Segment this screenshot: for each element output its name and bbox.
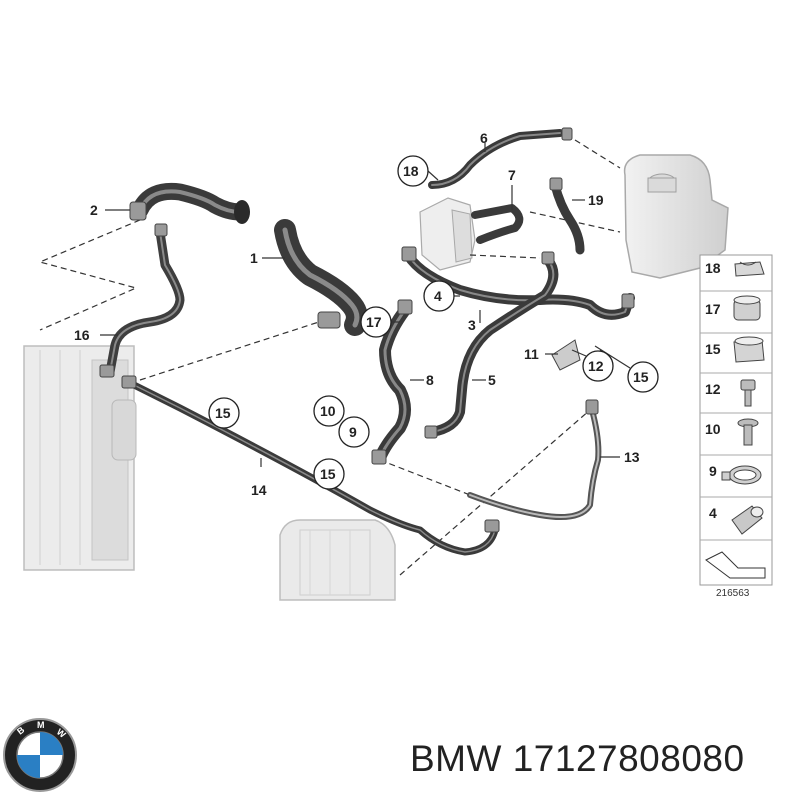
legend-num-17: 17: [705, 301, 721, 317]
label-9: 9: [349, 424, 357, 440]
legend-arrow-icon: [705, 551, 766, 579]
label-15-right: 15: [633, 369, 649, 385]
legend-num-4: 4: [709, 505, 717, 521]
legend-num-10: 10: [705, 421, 721, 437]
label-14: 14: [251, 482, 267, 498]
label-16: 16: [74, 327, 90, 343]
label-8: 8: [426, 372, 434, 388]
brand-name: BMW: [410, 738, 502, 779]
legend-num-18: 18: [705, 260, 721, 276]
label-17: 17: [366, 314, 382, 330]
label-10: 10: [320, 403, 336, 419]
label-7: 7: [508, 167, 516, 183]
svg-text:B: B: [15, 724, 27, 736]
expansion-tank: [623, 154, 729, 279]
legend-num-15: 15: [705, 341, 721, 357]
label-2: 2: [90, 202, 98, 218]
parts-legend: 18 17 15 12 10 9 4: [699, 254, 773, 599]
legend-clamp-18-icon: [734, 261, 765, 277]
reference-code: 216563: [716, 588, 750, 599]
label-12: 12: [588, 358, 604, 374]
legend-num-12: 12: [705, 381, 721, 397]
part-labels: 2 1 16 15 14 10 9 15 17 8 4 3 5 18 6 7 1…: [74, 130, 649, 498]
label-11: 11: [524, 346, 539, 362]
label-5: 5: [488, 372, 496, 388]
part-number: 17127808080: [512, 738, 745, 779]
legend-connector-4-icon: [731, 505, 764, 535]
water-pump: [419, 197, 476, 271]
label-15-left: 15: [215, 405, 231, 421]
clamps: [99, 127, 635, 533]
label-19: 19: [588, 192, 604, 208]
label-3: 3: [468, 317, 476, 333]
legend-bolt-10-icon: [737, 418, 759, 446]
label-6: 6: [480, 130, 488, 146]
auxiliary-radiator: [279, 519, 396, 601]
legend-clamp-15-icon: [733, 336, 765, 363]
legend-num-9: 9: [709, 463, 717, 479]
legend-clamp-9-icon: [721, 465, 762, 485]
label-1: 1: [250, 250, 258, 266]
bmw-logo-icon: B M W: [3, 718, 77, 792]
radiator: [23, 345, 137, 571]
hoses: [105, 129, 635, 556]
label-18: 18: [403, 163, 419, 179]
svg-text:M: M: [37, 720, 45, 730]
label-15-mid: 15: [320, 466, 336, 482]
leader-lines: [100, 143, 631, 467]
legend-bolt-12-icon: [740, 379, 756, 407]
legend-clamp-17-icon: [733, 295, 761, 321]
part-number-caption: BMW 17127808080: [410, 738, 745, 780]
callout-circles: [208, 155, 659, 490]
label-13: 13: [624, 449, 640, 465]
label-4: 4: [434, 288, 442, 304]
